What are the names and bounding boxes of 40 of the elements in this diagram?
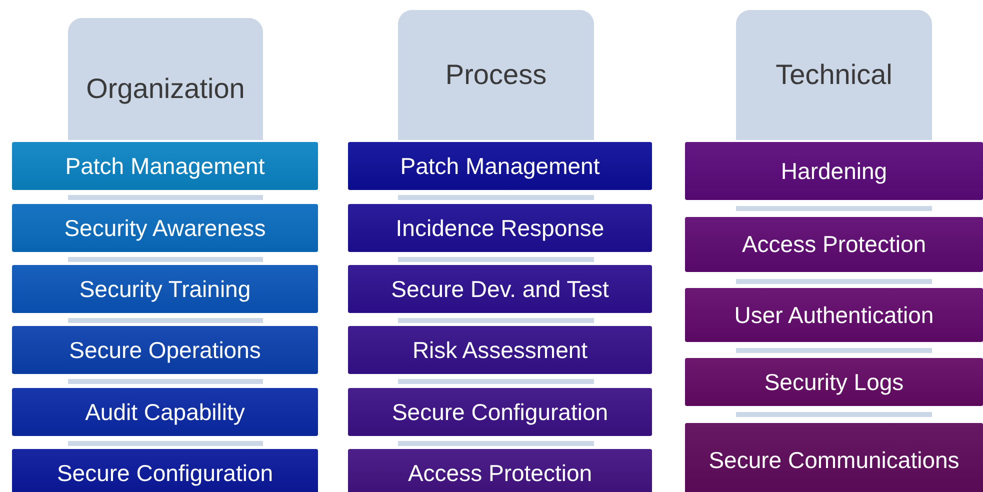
category-box <box>348 326 652 374</box>
column-header-tab <box>398 10 594 140</box>
column-header-tab <box>736 10 932 140</box>
category-box <box>12 449 318 492</box>
box-label: Secure Communications <box>708 447 960 474</box>
column-title: Technical <box>776 59 892 91</box>
column-title: Process <box>445 59 547 91</box>
category-box <box>12 326 318 374</box>
box-label: Incidence Response <box>396 214 604 242</box>
category-box <box>348 142 652 190</box>
box-label: Secure Configuration <box>392 398 608 426</box>
category-box <box>685 288 983 342</box>
category-box <box>348 265 652 313</box>
box-label: Patch Management <box>65 152 265 180</box>
box-label: Hardening <box>780 158 888 184</box>
column-title: Organization <box>86 73 245 105</box>
box-label: Secure Operations <box>69 336 261 364</box>
category-box <box>12 388 318 436</box>
category-box <box>12 265 318 313</box>
category-box <box>12 204 318 252</box>
column-header-tab <box>68 18 263 140</box>
box-label: Security Logs <box>764 368 904 396</box>
box-label: Security Awareness <box>64 214 266 242</box>
box-label: Secure Dev. and Test <box>391 276 609 302</box>
box-label: Secure Configuration <box>56 460 274 486</box>
category-box <box>685 358 983 406</box>
box-label: Security Training <box>79 276 251 302</box>
category-box <box>12 142 318 190</box>
category-box <box>685 142 983 200</box>
box-label: Access Protection <box>408 460 592 486</box>
category-box <box>348 388 652 436</box>
category-box <box>348 449 652 492</box>
box-label: Audit Capability <box>85 398 245 426</box>
category-box <box>348 204 652 252</box>
box-label: Patch Management <box>400 152 600 180</box>
category-box <box>685 217 983 272</box>
box-label: Risk Assessment <box>412 336 588 364</box>
box-label: User Authentication <box>734 302 934 328</box>
box-label: Access Protection <box>742 231 926 258</box>
category-box <box>685 423 983 492</box>
